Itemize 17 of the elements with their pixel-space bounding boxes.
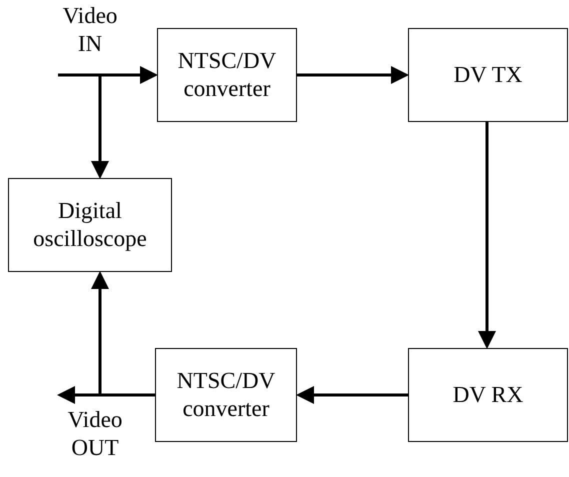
arrow — [58, 74, 109, 179]
arrow — [296, 386, 408, 404]
process-box — [408, 348, 568, 442]
process-box — [157, 28, 297, 122]
box-label: DV TX — [454, 61, 522, 89]
arrow — [297, 66, 409, 84]
process-box — [8, 178, 172, 272]
process-box — [408, 28, 568, 122]
signal-label: Video OUT — [66, 406, 124, 462]
arrow — [91, 271, 155, 396]
box-label: Digital oscilloscope — [32, 197, 148, 253]
arrow — [478, 122, 496, 349]
box-label: DV RX — [452, 381, 524, 409]
process-box — [155, 348, 297, 442]
signal-label: Video IN — [62, 2, 118, 58]
box-label: NTSC/DV converter — [176, 47, 278, 103]
box-label: NTSC/DV converter — [176, 367, 276, 423]
